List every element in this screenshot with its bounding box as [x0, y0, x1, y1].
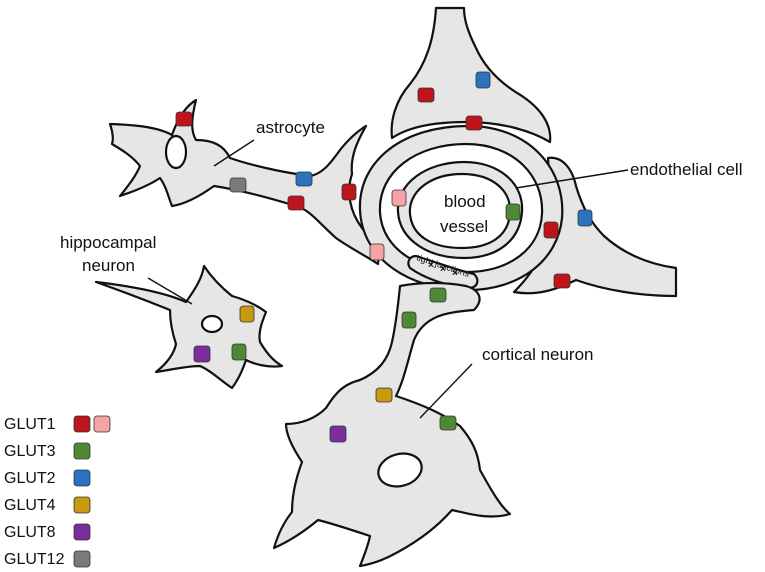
legend-label: GLUT4: [4, 497, 56, 514]
glut1-transporter: [175, 111, 193, 127]
vessel-label: vessel: [440, 217, 488, 236]
glut8-transporter: [329, 425, 347, 443]
legend-swatch: [73, 550, 91, 568]
cortical-nucleus: [377, 452, 423, 488]
legend-label: GLUT2: [4, 470, 56, 487]
legend-swatch: [93, 415, 111, 433]
hippocampal-neuron-label: neuron: [82, 256, 135, 275]
svg-text:×: ×: [452, 268, 458, 279]
legend-swatch: [73, 442, 91, 460]
hippocampal-nucleus: [200, 314, 224, 334]
legend-item-glut1: GLUT1: [4, 415, 111, 433]
glut4-transporter: [375, 387, 393, 403]
blood-vessel: [358, 124, 564, 292]
leader-lines: [147, 139, 629, 419]
hippocampal-neuron: [94, 264, 284, 390]
legend-label: GLUT1: [4, 416, 56, 433]
glut1-light-transporter: [391, 189, 407, 207]
glut1-transporter: [287, 195, 305, 211]
endothelial-cell-label: endothelial cell: [630, 160, 742, 179]
legend-label: GLUT3: [4, 443, 56, 460]
astrocyte-label: astrocyte: [256, 118, 325, 137]
legend-item-glut3: GLUT3: [4, 442, 91, 460]
svg-text:×: ×: [428, 260, 434, 271]
glut1-transporter: [553, 273, 571, 289]
glut1-transporter: [543, 221, 559, 239]
cortical-neuron: [272, 281, 512, 568]
legend-item-glut2: GLUT2: [4, 469, 91, 487]
legend-item-glut8: GLUT8: [4, 523, 91, 541]
legend-item-glut12: GLUT12: [4, 550, 91, 568]
astrocyte-nucleus: [164, 134, 188, 170]
hippocampal-label: hippocampal: [60, 233, 156, 252]
legend-label: GLUT12: [4, 551, 65, 568]
tight-junction-marks: × × ×: [428, 260, 458, 279]
glut2-transporter: [577, 209, 593, 227]
glut1-transporter: [417, 87, 435, 103]
legend-swatch: [73, 469, 91, 487]
legend-item-glut4: GLUT4: [4, 496, 91, 514]
legend-swatch: [73, 496, 91, 514]
legend-label: GLUT8: [4, 524, 56, 541]
glut3-transporter: [401, 311, 417, 329]
glut1-transporter: [341, 183, 357, 201]
glut4-transporter: [239, 305, 255, 323]
legend: GLUT1 GLUT3 GLUT2 GLUT4 GLUT8 GLUT12: [4, 415, 111, 568]
glut1-light-transporter: [369, 243, 385, 261]
blood-label: blood: [444, 192, 486, 211]
transporters: [175, 71, 593, 443]
svg-text:×: ×: [440, 264, 446, 275]
glut2-transporter: [295, 171, 313, 187]
legend-swatch: [73, 415, 91, 433]
glut3-transporter: [439, 415, 457, 431]
glut2-transporter: [475, 71, 491, 89]
glut3-transporter: [505, 203, 521, 221]
glut1-transporter: [465, 115, 483, 131]
glut12-transporter: [229, 177, 247, 193]
glut3-transporter: [231, 343, 247, 361]
glut8-transporter: [193, 345, 211, 363]
legend-swatch: [73, 523, 91, 541]
glut3-transporter: [429, 287, 447, 303]
cortical-neuron-label: cortical neuron: [482, 345, 594, 364]
